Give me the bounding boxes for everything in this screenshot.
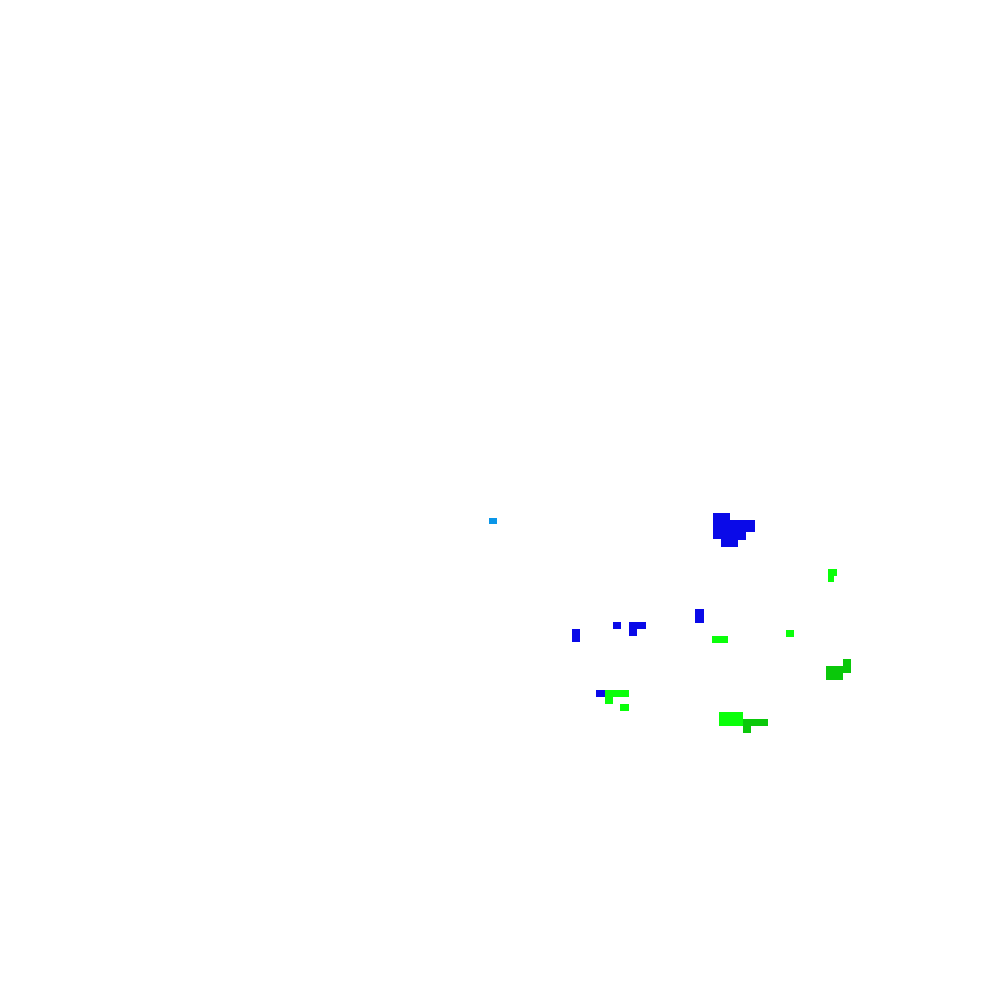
blue-blob-upper-right-cell-2	[729, 530, 746, 540]
dark-green-cell-cluster-right-cell-1	[826, 666, 851, 673]
blue-blob-upper-right	[713, 513, 755, 547]
green-cell-upper-right	[828, 569, 837, 582]
blue-cell-cluster-middle-cell-0	[695, 609, 704, 623]
light-blue-cell-cluster	[489, 518, 497, 524]
green-cell-upper-right-cell-1	[828, 576, 834, 582]
green-cell-cluster-bottom-cell-2	[743, 726, 751, 733]
mixed-cell-cluster-lower-left-cell-1	[605, 690, 629, 697]
green-cell-cluster-bottom-cell-1	[743, 719, 768, 726]
mixed-cell-cluster-lower-left-cell-0	[596, 690, 605, 697]
green-cell-cluster-middle-cell-1	[786, 630, 794, 637]
green-cell-cluster-middle	[712, 630, 794, 643]
mixed-cell-cluster-lower-left-cell-2	[605, 697, 613, 704]
light-blue-cell-cluster-cell-0	[489, 518, 497, 524]
blue-cell-cluster-middle-cell-4	[572, 629, 580, 642]
blue-cell-cluster-middle-cell-1	[613, 622, 621, 629]
dark-green-cell-cluster-right-cell-2	[826, 673, 843, 680]
blue-blob-upper-right-cell-0	[713, 513, 730, 539]
green-cell-cluster-middle-cell-0	[712, 636, 728, 643]
blue-blob-upper-right-cell-1	[729, 520, 755, 532]
blue-cell-cluster-middle-cell-2	[629, 622, 646, 629]
blue-cell-cluster-middle	[572, 609, 704, 642]
green-cell-cluster-bottom-cell-0	[719, 712, 743, 726]
blue-cell-cluster-middle-cell-3	[629, 629, 637, 636]
dark-green-cell-cluster-right	[826, 659, 851, 680]
blue-blob-upper-right-cell-3	[721, 539, 738, 547]
green-cell-cluster-bottom	[719, 712, 768, 733]
green-cell-upper-right-cell-0	[828, 569, 837, 576]
dark-green-cell-cluster-right-cell-0	[843, 659, 851, 667]
mixed-cell-cluster-lower-left	[596, 690, 629, 711]
mixed-cell-cluster-lower-left-cell-3	[620, 704, 629, 711]
